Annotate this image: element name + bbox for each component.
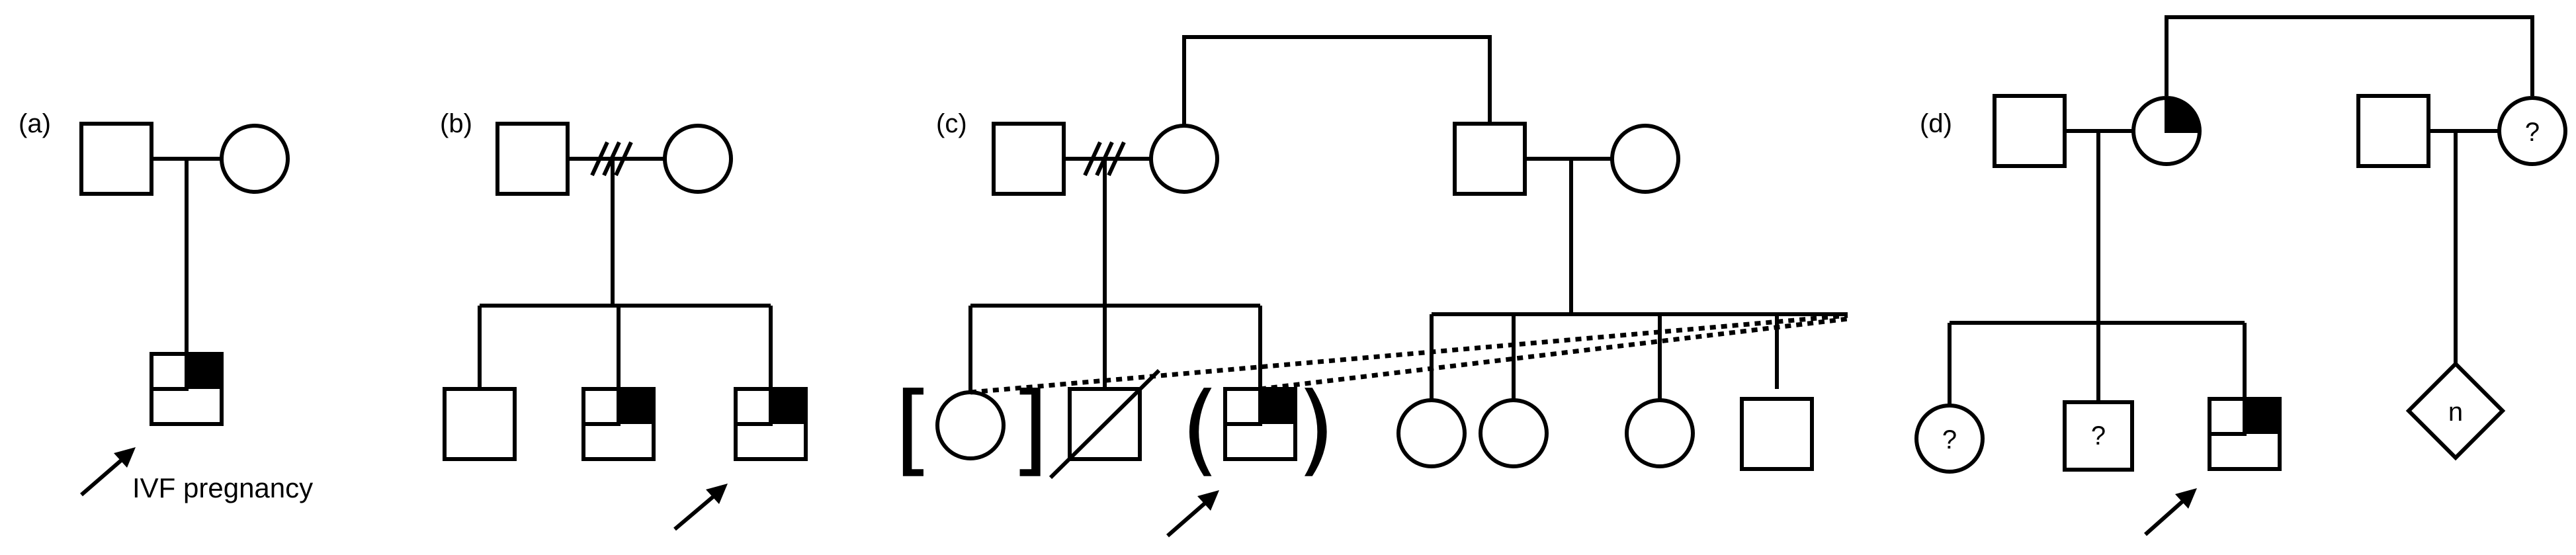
panel-b: (b) xyxy=(440,109,808,531)
panel-c-cousin-female xyxy=(1479,398,1549,468)
panel-d-mother-female-carrier xyxy=(2131,96,2202,166)
panel-c-deceased-male xyxy=(1049,368,1161,480)
svg-text:?: ? xyxy=(1942,425,1957,454)
panel-d-sibling-link-line xyxy=(2165,15,2534,96)
panel-c-dotted-link-line xyxy=(970,313,1848,395)
panel-b-mother-female xyxy=(663,124,733,194)
panel-a-label: (a) xyxy=(19,109,51,138)
panel-c-father-male xyxy=(992,122,1066,196)
svg-text:n: n xyxy=(2448,398,2463,427)
panel-c-cousin-male xyxy=(1740,397,1814,471)
bracket-open: [ xyxy=(894,372,933,487)
panel-c-half-sibling-female xyxy=(935,390,1006,460)
paren-close: ) xyxy=(1297,372,1336,487)
proband-arrow-icon xyxy=(1166,490,1219,538)
panel-c-proband-male-carrier xyxy=(1223,387,1297,461)
panel-b-father-male xyxy=(495,122,570,196)
proband-arrow-icon xyxy=(2144,488,2197,536)
panel-d-child-female-unknown: ? xyxy=(1914,404,1985,474)
panel-b-proband-male-carrier xyxy=(734,387,808,461)
panel-c-dotted-link-line xyxy=(1260,316,1848,392)
panel-d-multiple-offspring-diamond: n xyxy=(2405,361,2506,461)
panel-a-mother-female xyxy=(220,124,290,194)
panel-c-sibling-link-line xyxy=(1182,35,1492,126)
panel-b-label: (b) xyxy=(440,109,472,138)
panel-b-sibling-male-carrier xyxy=(581,387,656,461)
panel-a-father-male xyxy=(79,122,153,196)
panel-a: (a) IVF pregnancy xyxy=(19,109,313,503)
panel-d-label: (d) xyxy=(1920,109,1952,138)
panel-c-mother-female xyxy=(1149,124,1219,194)
panel-d: (d) ? ? xyxy=(1914,15,2567,536)
panel-d-father-male xyxy=(1993,94,2067,168)
panel-b-sibling-male xyxy=(443,387,517,461)
panel-d-uncle-male xyxy=(2356,94,2430,168)
paren-open: ( xyxy=(1181,372,1220,487)
proband-arrow-icon xyxy=(80,447,136,497)
panel-a-proband-male-carrier xyxy=(150,352,224,426)
panel-c-uncle-male xyxy=(1453,122,1527,196)
panel-d-aunt-female-unknown: ? xyxy=(2497,96,2567,166)
panel-d-child-male-unknown: ? xyxy=(2063,400,2134,472)
panel-c-label: (c) xyxy=(936,109,967,138)
bracket-close: ] xyxy=(1010,372,1049,487)
svg-text:?: ? xyxy=(2091,421,2106,450)
panel-c-cousin-female xyxy=(1625,398,1695,468)
panel-a-caption: IVF pregnancy xyxy=(132,472,313,503)
svg-text:?: ? xyxy=(2525,118,2540,147)
panel-d-proband-male-carrier xyxy=(2208,397,2282,471)
panel-c: (c) [ ] ( ) xyxy=(894,35,1848,538)
proband-arrow-icon xyxy=(673,484,728,531)
panel-c-aunt-female xyxy=(1610,124,1680,194)
panel-c-cousin-female xyxy=(1396,398,1467,468)
